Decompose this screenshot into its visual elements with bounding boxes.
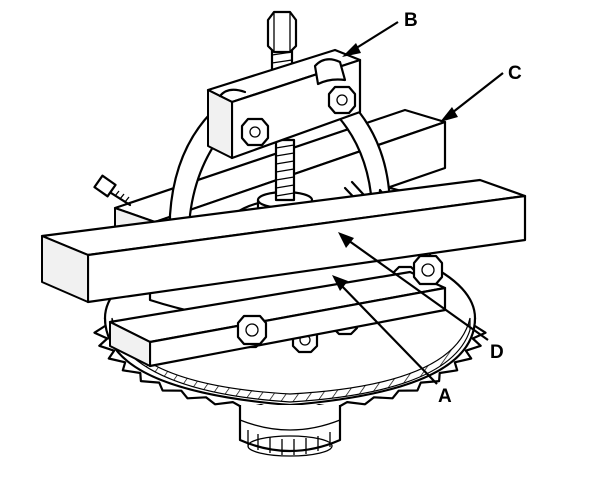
support-plate [108,254,447,368]
callout-label-d: D [490,342,504,363]
callout-c: C [440,63,522,122]
stud-bolt [93,174,132,207]
callout-label-b: B [404,10,418,31]
callout-label-a: A [438,386,452,407]
callout-b: B [342,10,418,57]
callout-d: D [338,232,504,363]
top-crossbar [206,48,362,160]
callout-a: A [332,275,452,407]
callout-label-c: C [508,63,522,84]
front-bar [40,178,527,304]
